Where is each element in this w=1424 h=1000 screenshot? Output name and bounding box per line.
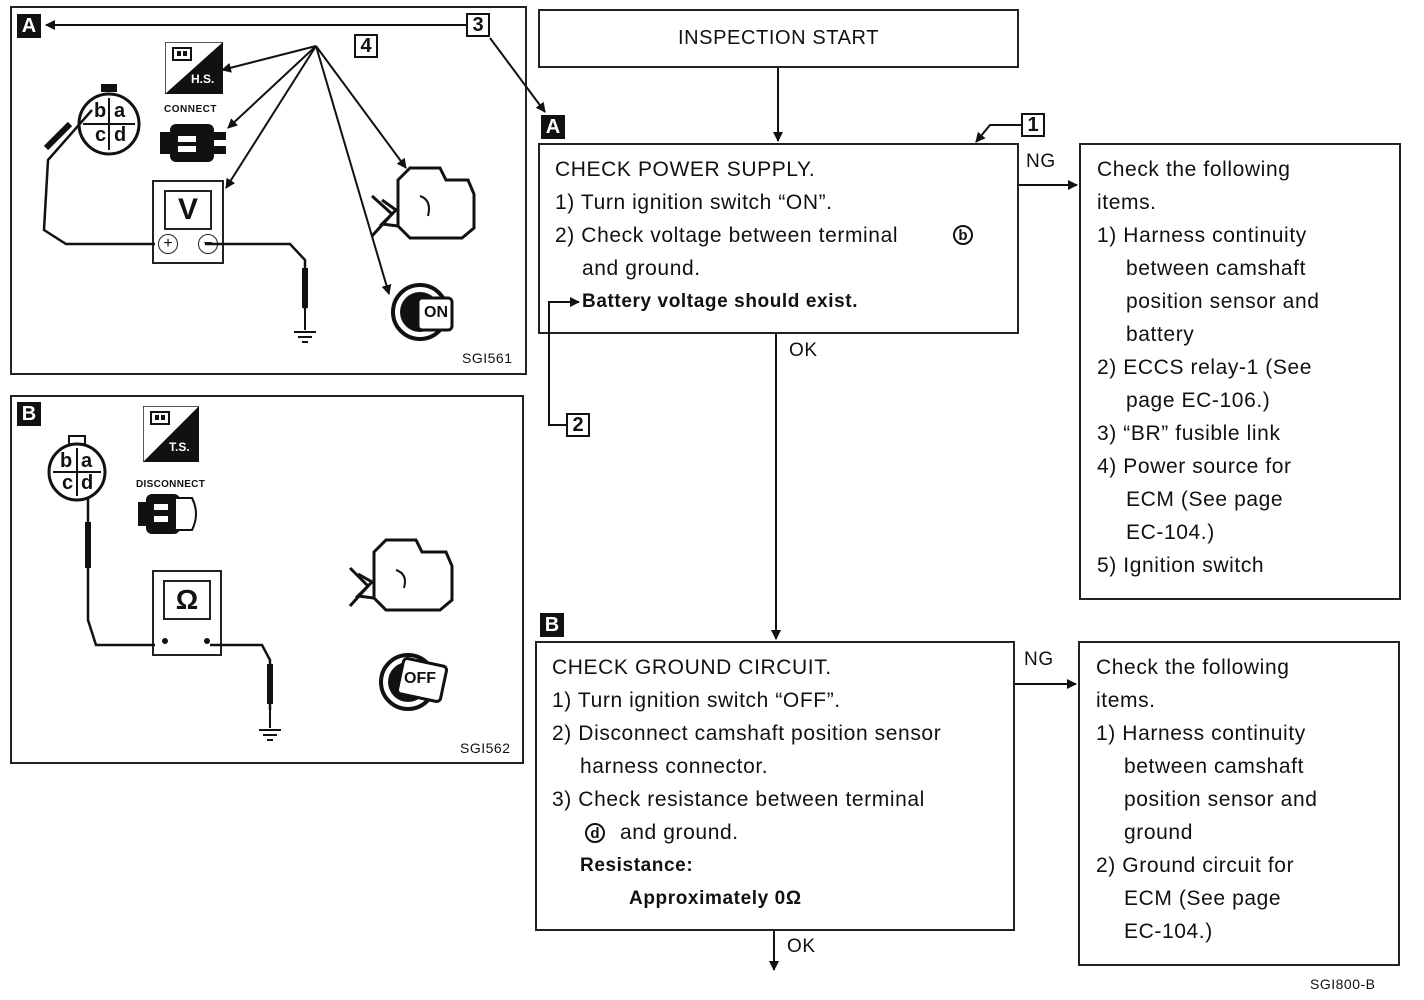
step-b-tag: B xyxy=(540,613,564,637)
step-b-line-5: and ground. xyxy=(620,821,739,844)
ng-a-line-5: battery xyxy=(1126,323,1195,346)
figure-code: SGI800-B xyxy=(1310,976,1376,992)
ng-a-line-10: ECM (See page xyxy=(1126,488,1284,511)
ts-badge-icon: T.S. xyxy=(143,406,199,462)
ng-b-line-2: 1) Harness continuity xyxy=(1096,722,1306,745)
step-a-line-1: 1) Turn ignition switch “ON”. xyxy=(555,191,833,214)
step-b-line-2: 2) Disconnect camshaft position sensor xyxy=(552,722,942,745)
panel-a-code: SGI561 xyxy=(462,350,513,366)
panel-a-tag: A xyxy=(17,14,41,38)
step-b-ng: NG xyxy=(1024,649,1054,670)
ng-a-line-0: Check the following xyxy=(1097,158,1291,181)
step-a-box xyxy=(538,143,1019,334)
ng-a-line-11: EC-104.) xyxy=(1126,521,1215,544)
ignition-key-off-icon: OFF xyxy=(378,646,448,716)
terminal-d-marker: d xyxy=(585,823,605,843)
ng-a-line-2: 1) Harness continuity xyxy=(1097,224,1307,247)
key-off-label: OFF xyxy=(404,670,436,687)
step-b-line-7: Approximately 0Ω xyxy=(629,888,802,909)
step-b-ok: OK xyxy=(787,936,816,957)
key-on-label: ON xyxy=(424,304,448,321)
connect-label: CONNECT xyxy=(164,104,217,115)
ng-b-line-6: 2) Ground circuit for xyxy=(1096,854,1295,877)
ts-label: T.S. xyxy=(169,440,190,454)
ng-b-line-4: position sensor and xyxy=(1124,788,1318,811)
panel-b-tag: B xyxy=(17,402,41,426)
callout-3: 3 xyxy=(466,13,490,37)
step-b-line-4: 3) Check resistance between terminal xyxy=(552,788,925,811)
step-b-line-3: harness connector. xyxy=(580,755,769,778)
start-box xyxy=(538,9,1019,68)
ng-a-line-4: position sensor and xyxy=(1126,290,1320,313)
ng-b-line-7: ECM (See page xyxy=(1124,887,1282,910)
ng-b-line-8: EC-104.) xyxy=(1124,920,1213,943)
ng-a-line-1: items. xyxy=(1097,191,1157,214)
step-a-title: CHECK POWER SUPPLY. xyxy=(555,158,816,181)
hs-badge-icon: H.S. xyxy=(165,42,223,94)
ng-a-line-8: 3) “BR” fusible link xyxy=(1097,422,1281,445)
step-a-ok: OK xyxy=(789,340,818,361)
ng-b-line-1: items. xyxy=(1096,689,1156,712)
pin-a: a xyxy=(114,100,126,122)
ng-a-line-6: 2) ECCS relay-1 (See xyxy=(1097,356,1313,379)
ng-a-line-12: 5) Ignition switch xyxy=(1097,554,1265,577)
ng-a-line-3: between camshaft xyxy=(1126,257,1307,280)
callout-4: 4 xyxy=(354,34,378,58)
step-a-line-3: and ground. xyxy=(582,257,701,280)
voltmeter-icon: V + − xyxy=(152,180,224,264)
callout-1: 1 xyxy=(1021,113,1045,137)
ng-a-box xyxy=(1079,143,1401,600)
step-a-tag: A xyxy=(541,115,565,139)
ohmmeter-icon: Ω xyxy=(152,570,222,656)
connector-a-icon: b a c d xyxy=(74,82,144,162)
pin-b: b xyxy=(60,450,73,472)
step-a-line-4: Battery voltage should exist. xyxy=(582,291,859,312)
ng-b-line-0: Check the following xyxy=(1096,656,1290,679)
pin-d: d xyxy=(114,124,127,146)
pin-b: b xyxy=(94,100,107,122)
ignition-key-on-icon: ON xyxy=(390,276,456,346)
ohm-terminal-left xyxy=(162,638,168,644)
callout-2: 2 xyxy=(566,413,590,437)
step-b-line-1: 1) Turn ignition switch “OFF”. xyxy=(552,689,841,712)
connector-b-icon: b a c d xyxy=(42,434,112,504)
ng-a-line-7: page EC-106.) xyxy=(1126,389,1271,412)
terminal-b-marker: b xyxy=(953,225,973,245)
minus-terminal: − xyxy=(198,234,218,254)
disconnect-label: DISCONNECT xyxy=(136,479,206,490)
start-label: INSPECTION START xyxy=(677,27,880,49)
step-b-box xyxy=(535,641,1015,931)
pin-c: c xyxy=(62,472,74,494)
pin-c: c xyxy=(95,124,107,146)
step-b-line-6: Resistance: xyxy=(580,855,694,876)
step-b-title: CHECK GROUND CIRCUIT. xyxy=(552,656,832,679)
ng-a-line-9: 4) Power source for xyxy=(1097,455,1292,478)
pin-d: d xyxy=(81,472,94,494)
hs-label: H.S. xyxy=(191,72,215,86)
step-a-ng: NG xyxy=(1026,151,1056,172)
ng-b-box xyxy=(1078,641,1400,966)
ohm-terminal-right xyxy=(204,638,210,644)
ng-b-line-5: ground xyxy=(1124,821,1193,844)
plus-terminal: + xyxy=(158,234,178,254)
panel-b-code: SGI562 xyxy=(460,740,511,756)
pin-a: a xyxy=(81,450,93,472)
ng-b-line-3: between camshaft xyxy=(1124,755,1305,778)
step-a-line-2: 2) Check voltage between terminal xyxy=(555,224,899,247)
voltmeter-display: V xyxy=(164,190,212,230)
ohmmeter-display: Ω xyxy=(163,580,211,620)
